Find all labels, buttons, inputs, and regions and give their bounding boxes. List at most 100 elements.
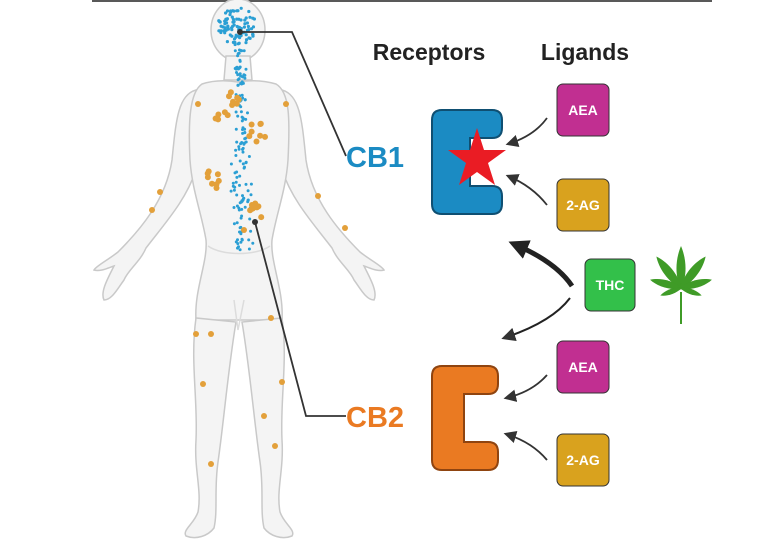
- cb1-dot: [236, 67, 240, 71]
- cb1-dot: [243, 76, 247, 80]
- cb1-dot: [236, 83, 240, 87]
- cb1-dot: [244, 67, 248, 71]
- cb1-dot: [230, 28, 234, 32]
- cb1-dot: [249, 229, 253, 233]
- cb1-dot: [242, 25, 246, 29]
- cb1-dot: [234, 35, 238, 39]
- cb1-dot: [235, 9, 239, 13]
- cb1-dot: [219, 29, 223, 33]
- body-waist-line: [207, 245, 271, 255]
- cb1-dot: [238, 174, 242, 178]
- cb1-dot: [234, 148, 238, 152]
- cb1-dot: [241, 96, 245, 100]
- ligand-aea-cb2: AEA: [556, 340, 610, 394]
- star-icon: [448, 128, 506, 185]
- cb1-dot: [217, 19, 221, 23]
- cb2-dot: [253, 204, 260, 211]
- cb2-dot: [261, 413, 267, 419]
- cb1-dot: [239, 216, 243, 220]
- cb1-dot: [236, 114, 240, 118]
- cb1-dot: [239, 240, 243, 244]
- cb1-leader-line: [240, 31, 347, 157]
- cb1-dot: [237, 145, 241, 149]
- cb1-dot: [237, 245, 240, 249]
- cb1-dot: [241, 150, 245, 154]
- cb1-dot: [243, 98, 247, 102]
- cb1-dot: [225, 40, 229, 44]
- cb2-dot: [149, 207, 155, 213]
- cb2-dot: [253, 138, 260, 145]
- cb1-dot: [247, 155, 251, 158]
- cb1-dot: [236, 238, 239, 242]
- cb2-dot: [157, 189, 163, 195]
- ligand-2ag-cb2-box: [556, 433, 610, 487]
- body-left-arm: [92, 89, 197, 301]
- cb1-dot: [240, 119, 244, 123]
- cb2-label: CB2: [346, 402, 404, 434]
- cb1-dot: [239, 142, 243, 146]
- cb2-dot: [234, 94, 241, 101]
- cb1-dot: [237, 147, 241, 151]
- body-right-leg: [241, 317, 294, 539]
- cb1-dot: [237, 17, 241, 21]
- cb1-dot: [238, 226, 242, 230]
- ligand-aea-cb2-box: [556, 340, 610, 394]
- arrow-2ag-to-cb1: [505, 174, 548, 206]
- cb2-dot: [226, 93, 232, 100]
- cb1-dot: [242, 142, 246, 146]
- cb1-dot: [238, 159, 242, 163]
- cb1-dot: [231, 181, 235, 185]
- leaf-leaflet-upper-left: [656, 256, 683, 290]
- cb1-dot: [235, 193, 239, 197]
- cb2-dot: [342, 225, 348, 231]
- cb1-dot: [232, 188, 236, 192]
- cb1-dot: [242, 49, 246, 53]
- ligand-thc: THC: [584, 258, 636, 312]
- cb2-dot: [283, 101, 289, 107]
- cb1-dot: [246, 189, 250, 193]
- cb2-dot: [200, 381, 206, 387]
- ligand-aea-cb1: AEA: [556, 83, 610, 137]
- cb2-dot: [257, 121, 264, 127]
- cb1-dot: [230, 34, 234, 38]
- ligand-aea-cb2-label: AEA: [568, 359, 598, 375]
- cb1-dot: [241, 162, 245, 166]
- cb1-dot: [243, 22, 247, 26]
- ligand-thc-box: [584, 258, 636, 312]
- cb2-dot: [257, 132, 264, 139]
- cb1-dot: [239, 110, 243, 114]
- cb2-dot: [262, 133, 268, 140]
- cb1-dot: [239, 82, 243, 85]
- cb1-dot: [229, 162, 233, 166]
- cb1-dot: [247, 238, 251, 242]
- cb1-dot: [241, 75, 245, 79]
- cb1-dot: [237, 41, 241, 45]
- cb1-dot: [235, 140, 239, 144]
- cb1-dot: [224, 17, 228, 21]
- cb1-dot: [238, 248, 242, 252]
- cb1-dot: [248, 36, 252, 41]
- cb1-dot: [244, 38, 249, 42]
- cb2-dot: [204, 170, 211, 177]
- cb1-dot: [238, 201, 242, 205]
- cb2-dot: [230, 98, 236, 105]
- cb1-dot: [236, 242, 240, 246]
- cb2-dot: [221, 109, 228, 116]
- cb1-dot: [239, 105, 243, 109]
- cb1-dot: [230, 15, 234, 19]
- cb1-leader-dot: [237, 29, 243, 35]
- body-torso: [188, 79, 290, 321]
- cb1-dot: [235, 71, 238, 74]
- cb1-dot: [232, 222, 236, 226]
- cb1-dot: [240, 93, 244, 97]
- cb1-dot: [244, 33, 248, 37]
- cb1-dot: [234, 180, 238, 184]
- cb1-dot: [233, 185, 237, 189]
- cb1-dot: [248, 15, 252, 19]
- cb1-dot: [219, 24, 223, 28]
- cb1-label: CB1: [346, 142, 404, 174]
- arrow-thc-to-cb2: [501, 297, 571, 342]
- body-left-leg: [184, 317, 237, 539]
- cb1-dot: [232, 9, 236, 13]
